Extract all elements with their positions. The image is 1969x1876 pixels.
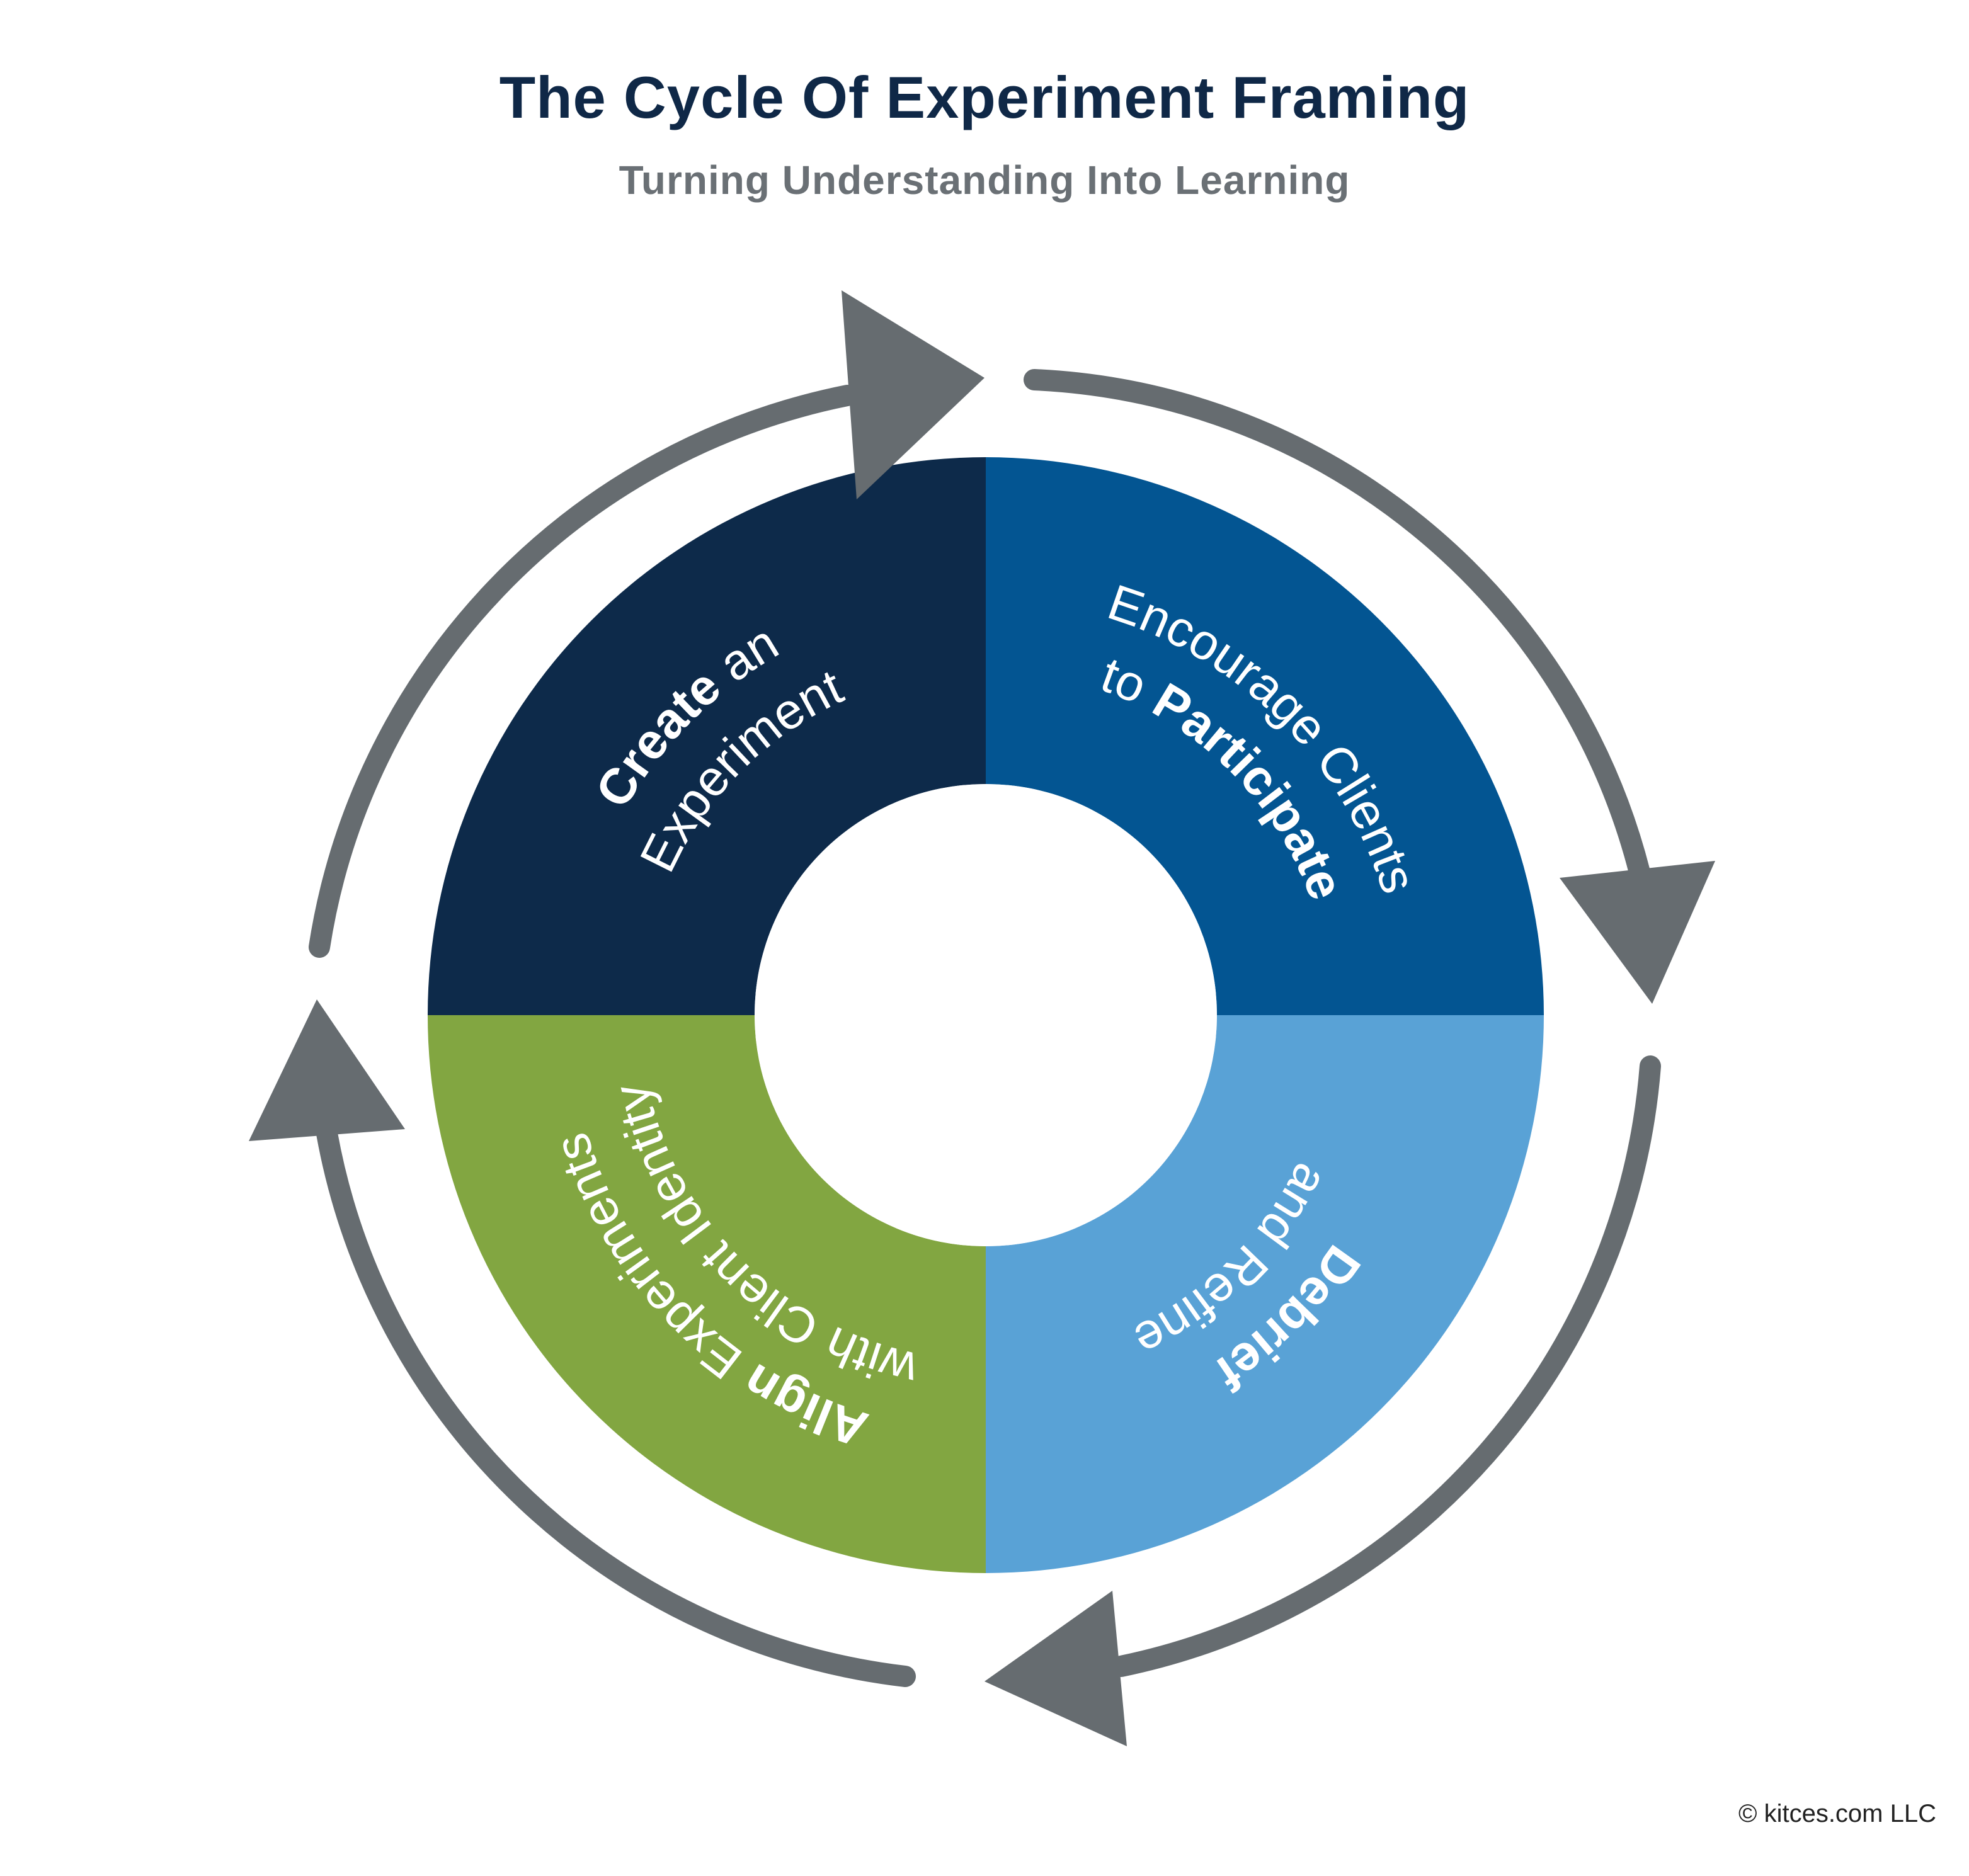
arrow-arc-top-left: [309, 385, 858, 958]
arrow-head-left-icon: [985, 1591, 1127, 1746]
stage-segment-participate: [986, 457, 1544, 1015]
arrow-to-align: [985, 1055, 1661, 1746]
cycle-arrows: [249, 290, 1715, 1746]
diagram-subtitle: Turning Understanding Into Learning: [619, 157, 1350, 203]
stage-segment-create: [428, 457, 986, 1015]
center-hole: [755, 784, 1217, 1246]
arrow-head-down-icon: [1560, 861, 1715, 1004]
diagram-title: The Cycle Of Experiment Framing: [499, 64, 1470, 130]
arrow-to-debrief: [1024, 369, 1715, 1004]
stage-segment-debrief: [986, 1015, 1544, 1573]
arrow-arc-bottom-right: [1110, 1055, 1661, 1677]
stage-segment-align: [428, 1015, 986, 1573]
cycle-ring: [428, 457, 1544, 1573]
arrow-to-participate: [309, 290, 985, 958]
arrow-to-create: [249, 999, 916, 1687]
arrow-head-right-icon: [842, 290, 985, 499]
arrow-arc-top-right: [1024, 369, 1650, 883]
copyright-footer: © kitces.com LLC: [1738, 1800, 1936, 1828]
arrow-head-up-icon: [249, 999, 405, 1141]
arrow-arc-bottom-left: [316, 1123, 916, 1687]
